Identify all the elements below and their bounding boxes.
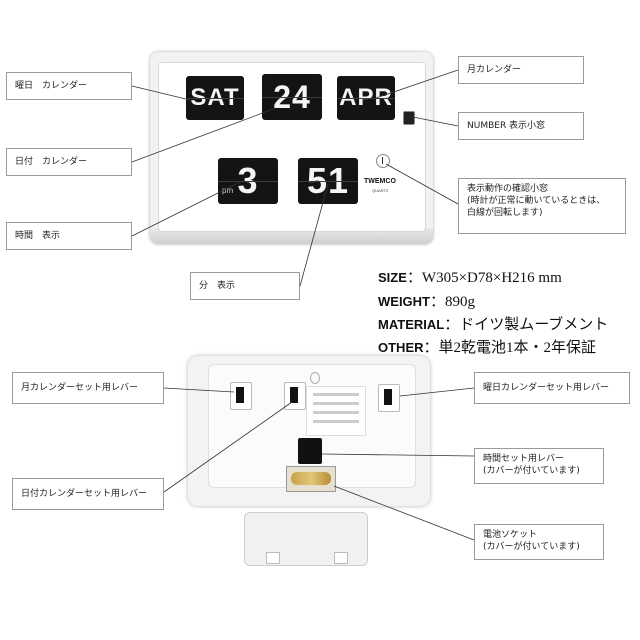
label-month-set-lever: 月カレンダーセット用レバー [12, 372, 164, 404]
flip-weekday: SAT [186, 76, 244, 120]
label-number-window: NUMBER 表示小窓 [458, 112, 584, 140]
battery-note: (カバーが付いています) [483, 542, 580, 552]
label-day-calendar: 日付 カレンダー [6, 148, 132, 176]
label-battery-socket: 電池ソケット (カバーが付いています) [474, 524, 604, 560]
flip-hour: 3 [218, 158, 278, 204]
battery-title: 電池ソケット [483, 530, 538, 540]
flip-date: 24 [262, 74, 322, 120]
weekday-set-lever [378, 384, 400, 412]
quartz-text: QUARTZ [372, 188, 389, 193]
check-window-note-1: (時計が正常に動いているときは、 [467, 196, 606, 206]
number-window [403, 111, 415, 125]
battery-socket [286, 466, 336, 492]
spec-size: SIZE：W305×D78×H216 mm [378, 266, 562, 287]
label-weekday-calendar: 曜日 カレンダー [6, 72, 132, 100]
time-set-lever [298, 438, 322, 464]
spec-material: MATERIAL：ドイツ製ムーブメント [378, 313, 608, 334]
flip-month: APR [337, 76, 395, 120]
spec-size-value: ：W305×D78×H216 mm [406, 270, 562, 286]
label-weekday-set-lever: 曜日カレンダーセット用レバー [474, 372, 630, 404]
pm-indicator: pm [222, 186, 234, 195]
label-hour-display: 時間 表示 [6, 222, 132, 250]
spec-weight-label: WEIGHT [378, 294, 430, 309]
clock-base [150, 228, 433, 244]
check-window-title: 表示動作の確認小窓 [467, 184, 549, 194]
flip-minute: 51 [298, 158, 358, 204]
spec-other-label: OTHER [378, 340, 424, 355]
spec-weight: WEIGHT：890g [378, 290, 475, 311]
cover-tab-right [334, 552, 348, 564]
cover-tab-left [266, 552, 280, 564]
month-set-lever [230, 382, 252, 410]
hanging-hook [310, 372, 320, 384]
spec-weight-value: ：890g [430, 294, 476, 310]
label-time-set-lever: 時間セット用レバー (カバーが付いています) [474, 448, 604, 484]
brand-logo: TWEMCO [364, 178, 396, 185]
spec-material-value: ：ドイツ製ムーブメント [444, 317, 609, 333]
label-check-window: 表示動作の確認小窓 (時計が正常に動いているときは、 白線が回転します) [458, 178, 626, 234]
front-leader-lines [131, 69, 459, 287]
label-minute-display: 分 表示 [190, 272, 300, 300]
check-window-note-2: 白線が回転します) [467, 208, 543, 218]
time-lever-title: 時間セット用レバー [483, 454, 565, 464]
spec-other: OTHER：単2乾電池1本・2年保証 [378, 336, 596, 357]
label-month-calendar: 月カレンダー [458, 56, 584, 84]
label-date-set-lever: 日付カレンダーセット用レバー [12, 478, 164, 510]
time-lever-note: (カバーが付いています) [483, 466, 580, 476]
spec-other-value: ：単2乾電池1本・2年保証 [423, 340, 597, 356]
back-leader-lines [163, 387, 475, 541]
back-sticker [306, 386, 366, 436]
date-set-lever [284, 382, 306, 410]
check-window [376, 154, 390, 168]
spec-size-label: SIZE [378, 270, 407, 285]
spec-material-label: MATERIAL [378, 317, 445, 332]
